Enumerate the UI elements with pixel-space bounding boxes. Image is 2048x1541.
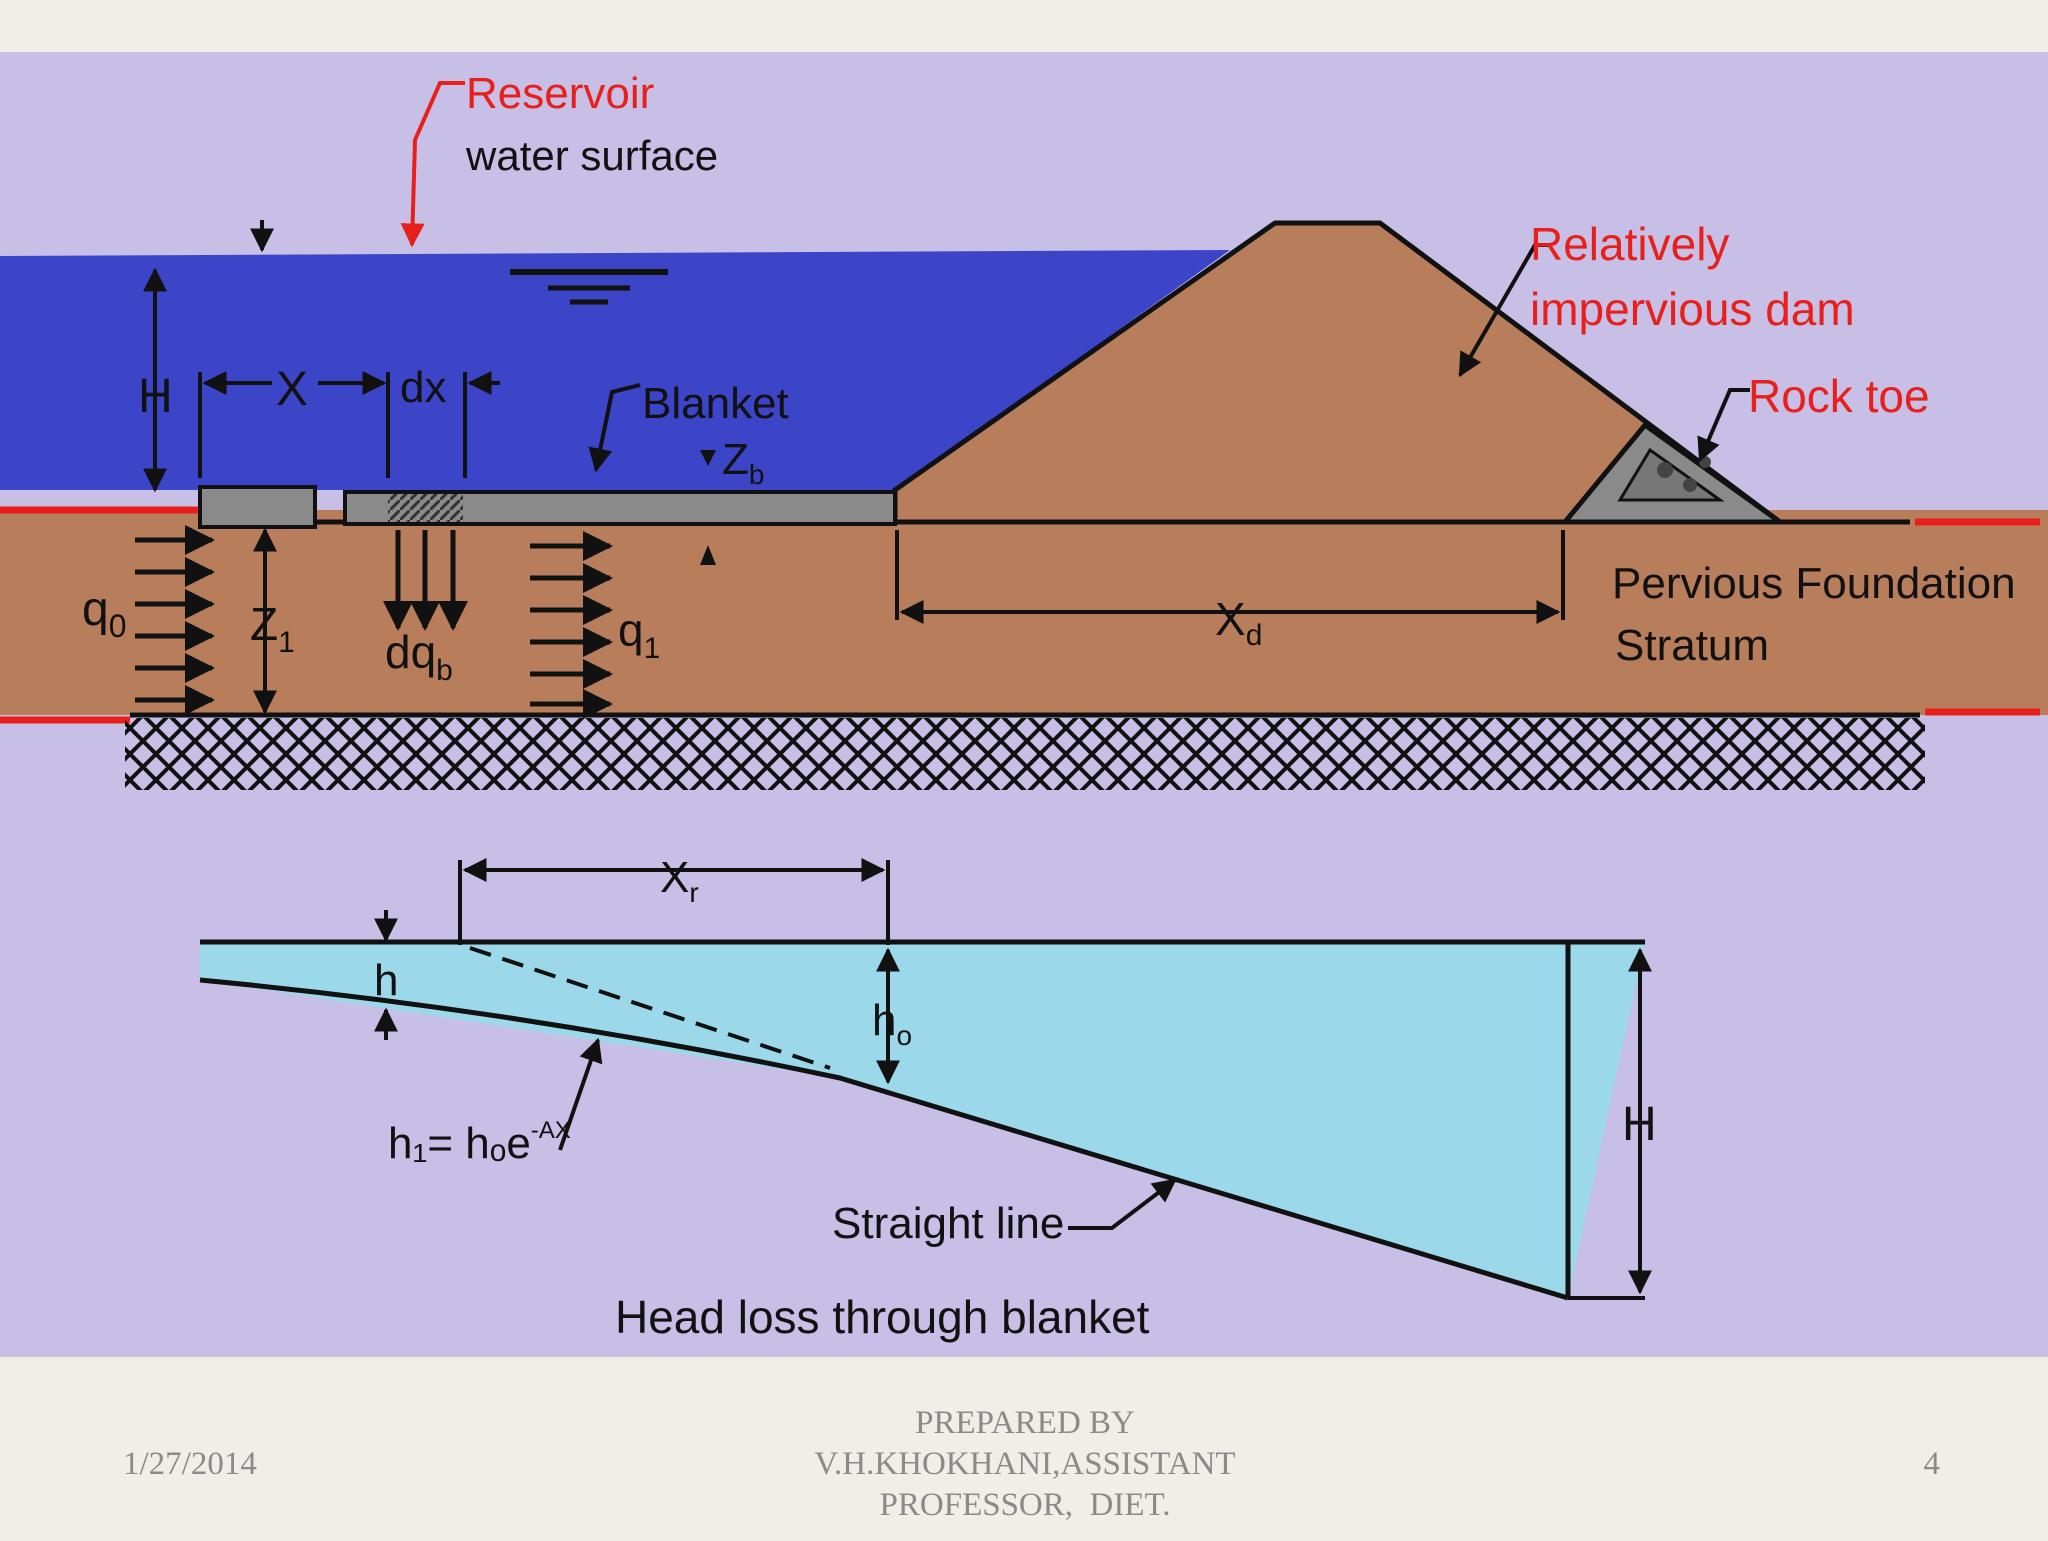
caption: Head loss through blanket: [615, 1291, 1150, 1343]
xr-label: Xr: [660, 853, 699, 908]
footer-credit: PREPARED BY V.H.KHOKHANI,ASSISTANT PROFE…: [760, 1403, 1290, 1526]
q0-label: q0: [82, 583, 127, 644]
h0-label: ho: [872, 996, 912, 1051]
q1-label: q1: [618, 604, 660, 665]
reservoir-label: Reservoir: [466, 69, 654, 118]
credit-line-3: PROFESSOR, DIET.: [879, 1487, 1171, 1523]
zb-label: Zb: [722, 435, 764, 490]
impervious-base: [125, 718, 1925, 790]
tangent-dashed-line: [469, 946, 831, 1070]
credit-line-1: PREPARED BY: [915, 1405, 1135, 1441]
pervious-label: Pervious Foundation: [1612, 559, 2016, 608]
reservoir-water: [0, 250, 1230, 490]
blanket-element-dx: [388, 494, 463, 522]
blanket: [198, 485, 317, 529]
z1-label: Z1: [250, 598, 295, 659]
impervious-dam-label: impervious dam: [1530, 283, 1855, 335]
dx-label: dx: [400, 363, 446, 412]
head-loss-curve: [199, 977, 1569, 1301]
blanket-label: Blanket: [642, 379, 789, 428]
rock-toe-label: Rock toe: [1748, 370, 1930, 422]
water-surface-label: water surface: [465, 132, 718, 179]
credit-line-2: V.H.KHOKHANI,ASSISTANT: [814, 1446, 1236, 1482]
formula-label: h₁= hₒe-AX: [388, 1117, 571, 1168]
relatively-label: Relatively: [1530, 218, 1729, 270]
q0-flow-arrows: [135, 525, 215, 715]
head-loss-area: [200, 942, 1645, 1298]
stratum-label: Stratum: [1615, 621, 1769, 670]
xd-label: Xd: [1215, 593, 1262, 652]
dqb-label: dqb: [385, 626, 453, 687]
h-label-top: H: [138, 370, 173, 423]
dqb-flow-arrows: [383, 530, 468, 631]
h-label-right: H: [1622, 1098, 1657, 1151]
page-number: 4: [1923, 1446, 1941, 1482]
h-small-label: h: [374, 956, 398, 1005]
straight-line-label: Straight line: [832, 1199, 1064, 1248]
footer-date: 1/27/2014: [123, 1446, 257, 1482]
x-label: X: [276, 363, 308, 416]
q1-flow-arrows: [530, 531, 613, 719]
